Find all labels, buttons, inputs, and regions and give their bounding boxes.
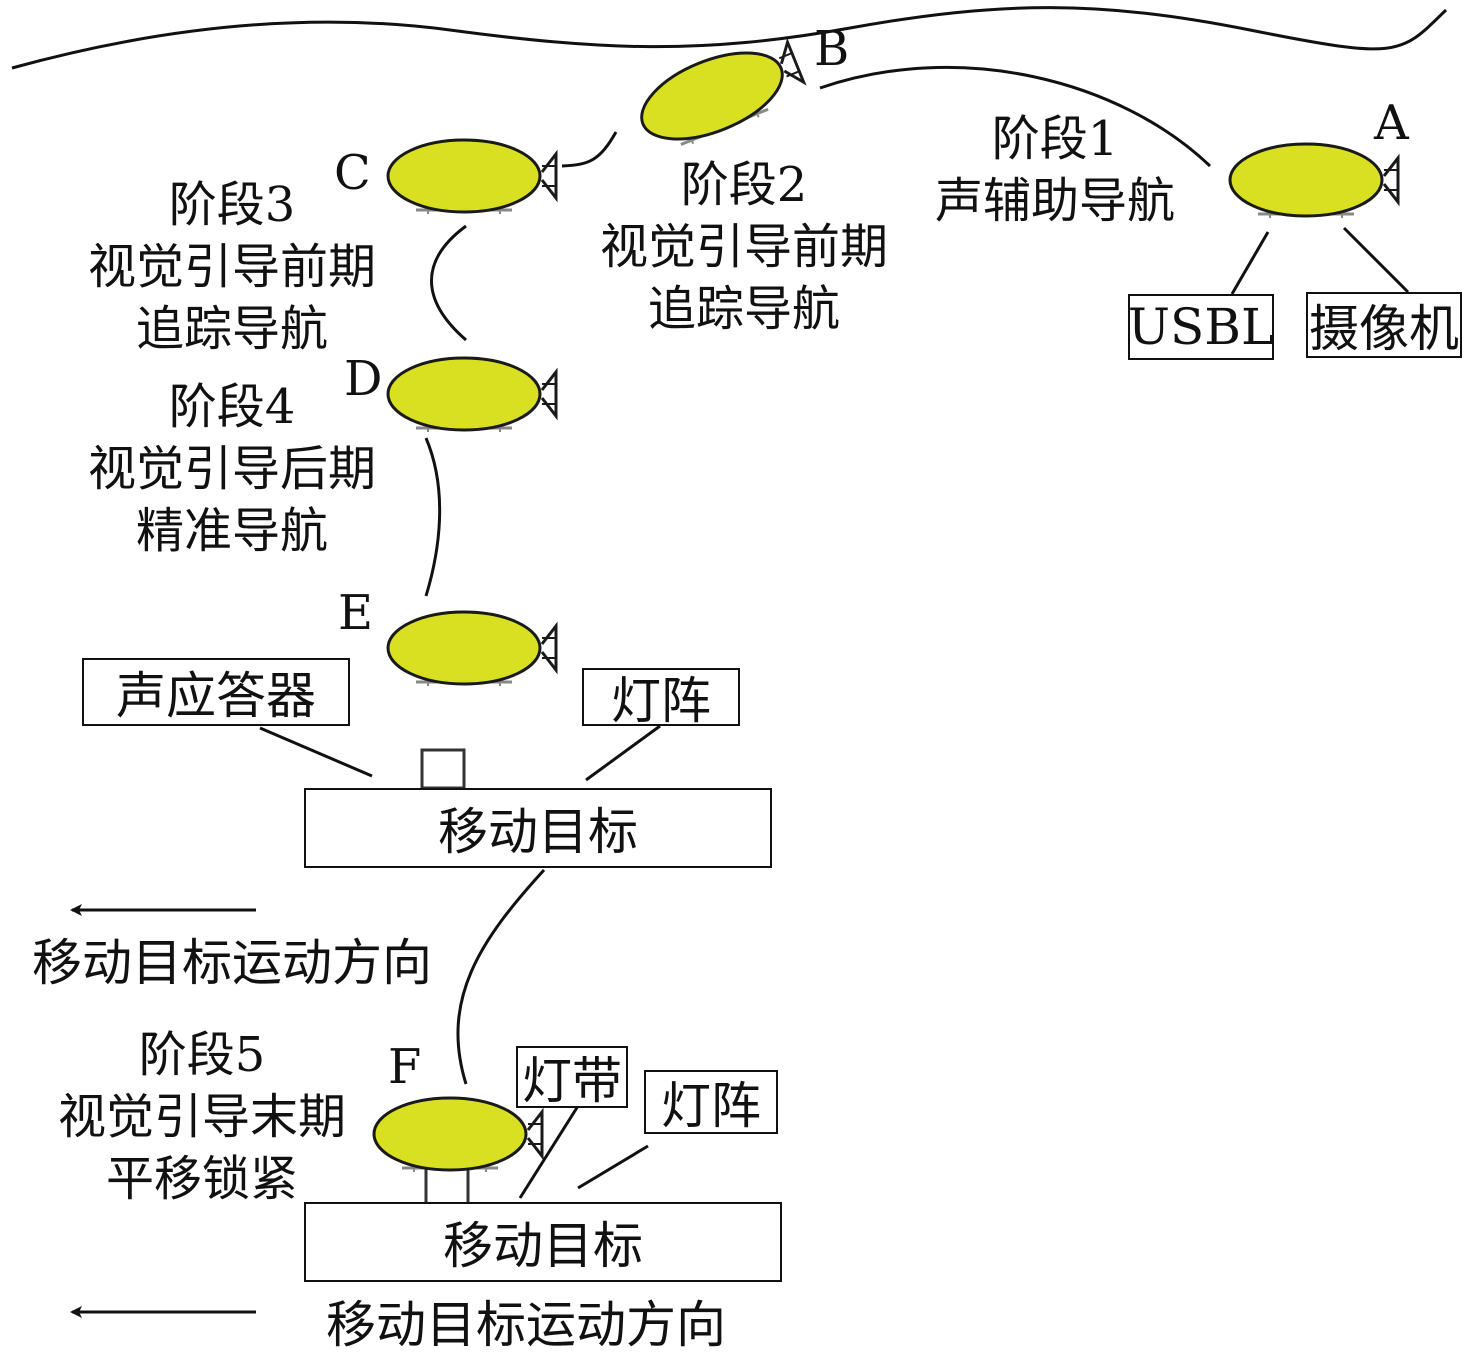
point-label-b: B xyxy=(814,21,850,77)
light-array-box-bottom: 灯阵 xyxy=(644,1070,778,1135)
moving-target-bottom: 移动目标 xyxy=(304,1202,782,1282)
camera-box: 摄像机 xyxy=(1306,292,1462,358)
auv-vehicle-a xyxy=(1228,142,1400,220)
stage-2-line2: 追踪导航 xyxy=(647,281,840,337)
stage-1-label: 阶段1 声辅助导航 xyxy=(920,108,1190,232)
transponder-leader-line xyxy=(259,726,373,778)
stage-4-line1: 视觉引导后期 xyxy=(87,441,376,497)
camera-leader-line xyxy=(1342,226,1410,294)
usbl-box: USBL xyxy=(1128,294,1274,360)
light-strip-box: 灯带 xyxy=(516,1046,628,1110)
trajectory-d-e xyxy=(424,437,442,597)
stage-2-line1: 视觉引导前期 xyxy=(599,219,888,275)
stage-3-label: 阶段3 视觉引导前期 追踪导航 xyxy=(74,174,390,360)
stage-5-label: 阶段5 视觉引导末期 平移锁紧 xyxy=(44,1024,360,1210)
stage-2-label: 阶段2 视觉引导前期 追踪导航 xyxy=(586,154,902,340)
stage-3-line2: 追踪导航 xyxy=(135,301,328,357)
usbl-leader-line xyxy=(1230,231,1270,295)
trajectory-c-d xyxy=(430,224,467,342)
stage-5-line2: 平移锁紧 xyxy=(105,1151,298,1207)
light-array-leader-line-bottom xyxy=(577,1144,649,1190)
light-strip-leader-line xyxy=(518,1105,580,1199)
auv-vehicle-d xyxy=(386,356,558,434)
direction-label-top: 移动目标运动方向 xyxy=(32,934,432,992)
auv-vehicle-b xyxy=(628,28,812,160)
trajectory-b-c xyxy=(561,131,618,168)
point-label-e: E xyxy=(338,585,374,641)
stage-4-label: 阶段4 视觉引导后期 精准导航 xyxy=(74,376,390,562)
water-surface-line xyxy=(11,6,1448,70)
stage-5-title: 阶段5 xyxy=(138,1027,266,1083)
trajectory-target-f xyxy=(456,868,546,1085)
point-label-a: A xyxy=(1374,95,1409,151)
stage-3-title: 阶段3 xyxy=(168,177,296,233)
stage-3-line1: 视觉引导前期 xyxy=(87,239,376,295)
stage-4-title: 阶段4 xyxy=(168,379,296,435)
stage-1-line1: 声辅助导航 xyxy=(934,173,1175,229)
transponder-box: 声应答器 xyxy=(82,658,350,726)
trajectory-a-b xyxy=(819,65,1212,168)
stage-5-line1: 视觉引导末期 xyxy=(57,1089,346,1145)
point-label-c: C xyxy=(334,145,371,201)
moving-target-top: 移动目标 xyxy=(304,788,772,868)
direction-label-bottom: 移动目标运动方向 xyxy=(326,1296,726,1354)
point-label-d: D xyxy=(344,351,383,407)
stage-4-line2: 精准导航 xyxy=(135,503,328,559)
auv-vehicle-e xyxy=(386,610,558,688)
light-array-leader-line-top xyxy=(585,724,661,782)
stage-1-title: 阶段1 xyxy=(991,111,1119,167)
lower-device-icon xyxy=(424,1164,470,1206)
transponder-device-icon xyxy=(420,748,466,790)
auv-vehicle-c xyxy=(386,138,558,216)
point-label-f: F xyxy=(388,1039,422,1095)
stage-2-title: 阶段2 xyxy=(680,157,808,213)
light-array-box-top: 灯阵 xyxy=(582,668,740,730)
auv-vehicle-f xyxy=(372,1096,544,1174)
